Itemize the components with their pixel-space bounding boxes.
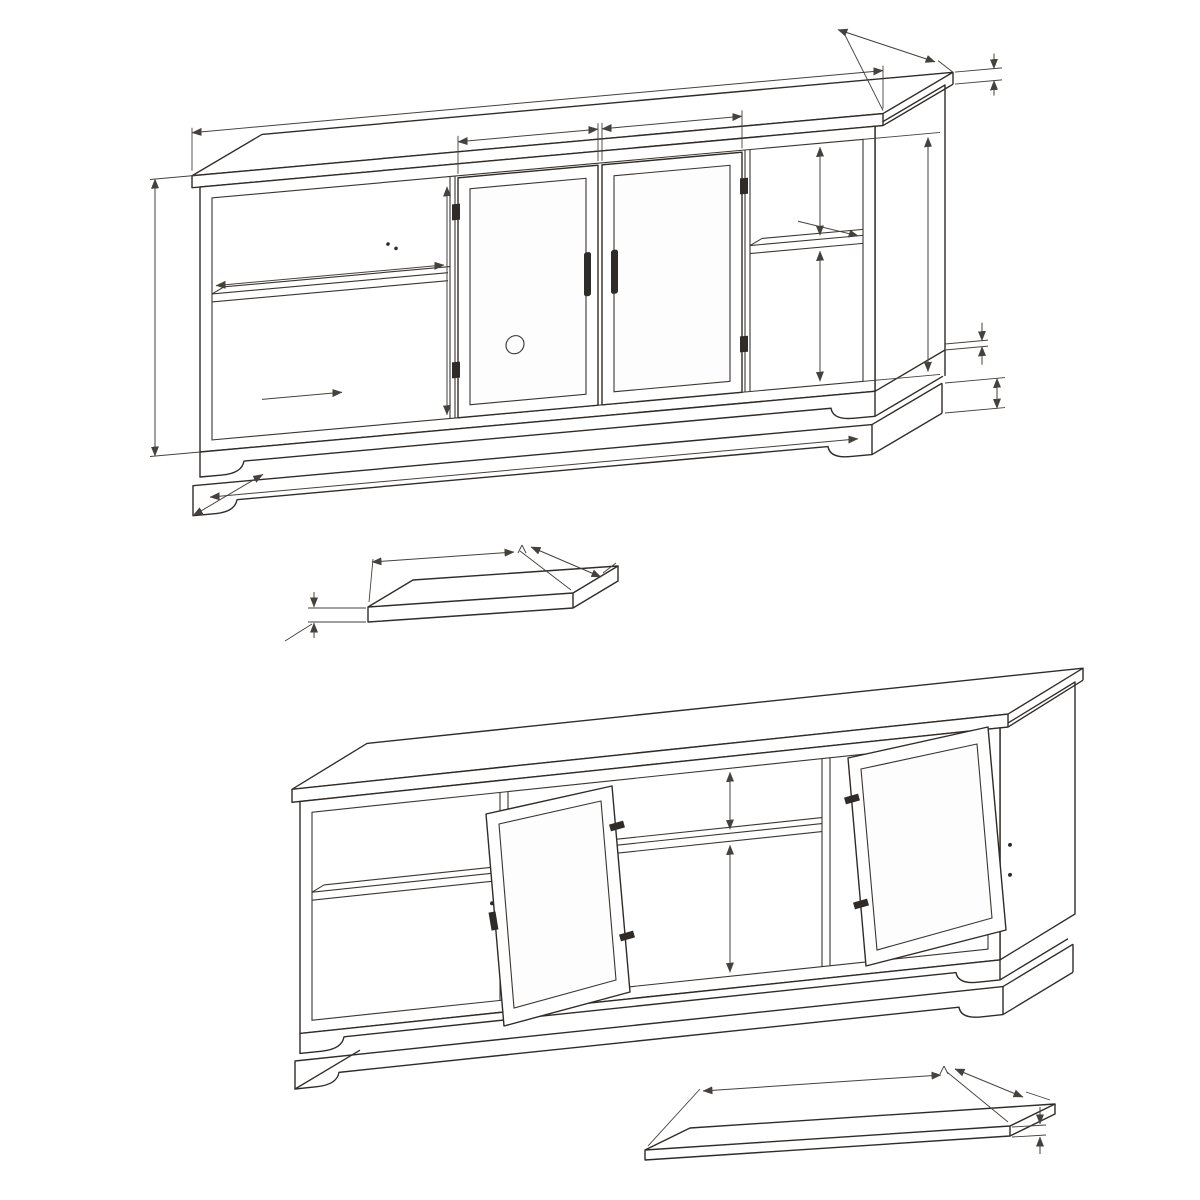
- side-panel: [874, 84, 946, 392]
- hinge: [609, 820, 625, 832]
- shelf-top: [367, 565, 619, 608]
- hinge: [844, 793, 860, 805]
- side-panel: [999, 681, 1076, 961]
- large-shelf-view: [644, 1065, 1056, 1161]
- hinge: [452, 361, 460, 379]
- right-door-handle: [611, 249, 618, 294]
- hinge: [452, 203, 460, 221]
- cable-hole: [505, 335, 525, 355]
- left-door-handle: [584, 252, 591, 297]
- hinge: [853, 898, 869, 910]
- open-left-door: [485, 785, 635, 1027]
- open-cabinet-view: [291, 667, 1084, 1090]
- small-shelf-view: [284, 544, 619, 642]
- left-door: [452, 164, 599, 419]
- closed-cabinet-view: [150, 28, 1005, 517]
- open-doors: [485, 726, 1007, 1027]
- base: [294, 985, 1004, 1090]
- hinge: [740, 177, 748, 195]
- hinge: [619, 930, 635, 942]
- hinge: [740, 335, 748, 353]
- apron: [299, 959, 1001, 1055]
- shelf-top: [644, 1103, 1056, 1151]
- door-handle: [488, 911, 499, 931]
- open-right-door: [844, 726, 1007, 967]
- right-shelf: [749, 228, 863, 255]
- right-door: [601, 151, 748, 406]
